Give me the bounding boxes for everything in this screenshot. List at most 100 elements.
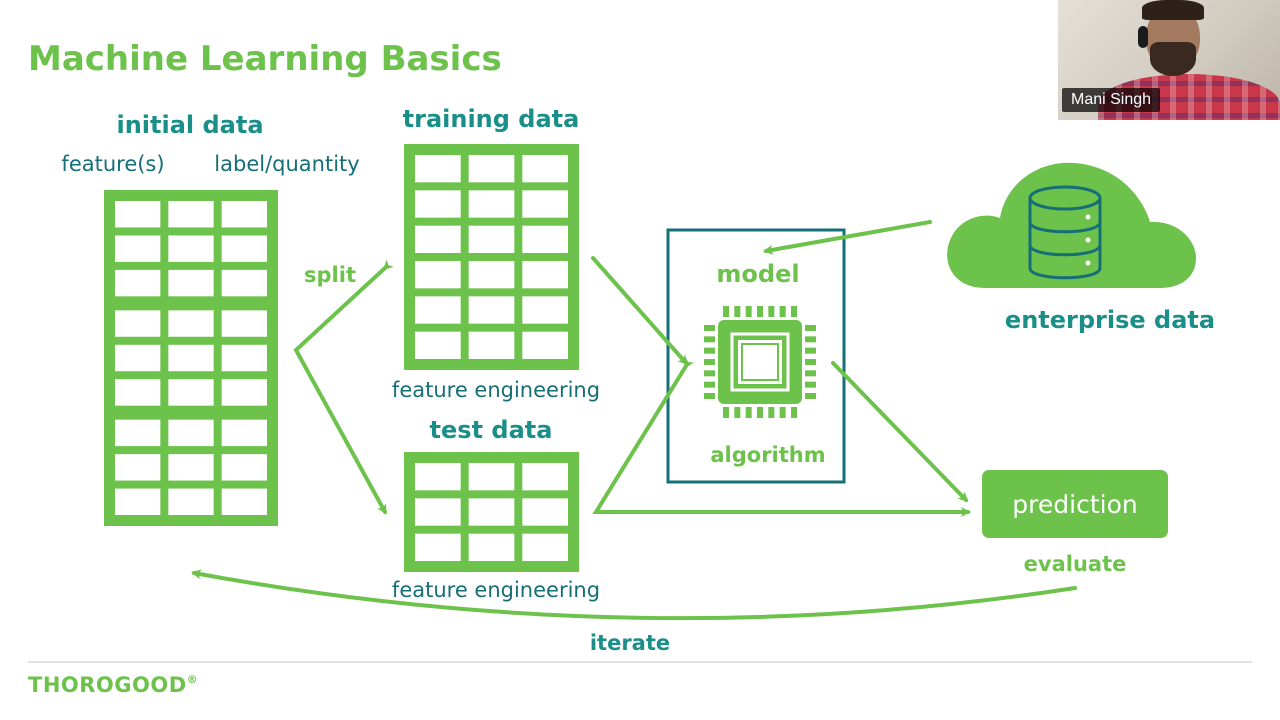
chip-pin: [704, 336, 715, 343]
webcam-name-tag: Mani Singh: [1062, 88, 1161, 112]
table-cell: [415, 331, 461, 359]
model-heading: model: [716, 260, 799, 288]
table-cell: [468, 225, 515, 253]
table-cell: [522, 296, 568, 324]
table-cell: [221, 419, 267, 447]
table-cell: [522, 498, 568, 526]
chip-pin: [745, 306, 752, 317]
table-cell: [468, 463, 515, 491]
training-feature-engineering-caption: feature engineering: [392, 378, 600, 402]
table-cell: [168, 379, 214, 406]
split-arrows: [293, 259, 394, 515]
chip-pin: [805, 325, 816, 331]
table-cell: [115, 488, 161, 515]
table-cell: [168, 201, 214, 228]
chip-pin: [805, 381, 816, 388]
headset-icon: [1138, 26, 1148, 48]
chip-pin: [805, 347, 816, 354]
chip-pin: [704, 370, 715, 377]
test-feature-engineering-caption: feature engineering: [392, 578, 600, 602]
table-cell: [415, 463, 461, 491]
table-cell: [221, 235, 267, 262]
table-cell: [115, 269, 161, 297]
enterprise-data-label: enterprise data: [1005, 306, 1215, 334]
chip-pin: [768, 407, 775, 418]
table-cell: [168, 269, 214, 297]
split-label: split: [304, 263, 356, 287]
table-cell: [168, 235, 214, 262]
table-cell: [221, 201, 267, 228]
chip-pin: [757, 407, 763, 418]
table-cell: [168, 344, 214, 372]
table-cell: [522, 190, 568, 218]
table-cell: [522, 155, 568, 183]
table-cell: [415, 190, 461, 218]
table-cell: [415, 498, 461, 526]
table-cell: [168, 454, 214, 481]
chip-pin: [805, 393, 816, 399]
chip-pin: [805, 359, 816, 365]
chip-pin: [704, 347, 715, 354]
table-cell: [522, 261, 568, 289]
initial-data-table-grid-icon: [104, 190, 278, 526]
training-data-heading: training data: [403, 105, 580, 133]
chip-pin: [768, 306, 775, 317]
iterate-arrow: [191, 569, 1077, 621]
table-cell: [115, 379, 161, 406]
table-cell: [522, 225, 568, 253]
chip-pin: [723, 407, 729, 418]
table-cell: [415, 225, 461, 253]
webcam-video: Mani Singh: [1058, 0, 1280, 120]
chip-pin: [734, 306, 741, 317]
chip-pin: [757, 306, 763, 317]
model-to-prediction-arrow: [831, 361, 969, 503]
table-cell: [168, 419, 214, 447]
table-cell: [115, 235, 161, 262]
table-cell: [221, 310, 267, 337]
evaluate-caption: evaluate: [1024, 552, 1127, 576]
webcam-person-hair: [1142, 0, 1204, 20]
table-cell: [468, 331, 515, 359]
table-cell: [115, 419, 161, 447]
table-cell: [168, 310, 214, 337]
chip-pin: [745, 407, 752, 418]
table-cell: [522, 463, 568, 491]
test-data-heading: test data: [430, 416, 553, 444]
prediction-box: [982, 470, 1168, 538]
chip-pin: [779, 407, 786, 418]
test-data-table-grid-icon: [404, 452, 579, 572]
table-cell: [115, 201, 161, 228]
chip-pin: [734, 407, 741, 418]
table-cell: [115, 454, 161, 481]
database-icon: [1028, 185, 1102, 280]
enterprise-to-model-arrow: [763, 220, 932, 255]
table-cell: [221, 344, 267, 372]
table-cell: [468, 533, 515, 561]
training-to-model-arrow: [591, 256, 688, 366]
slide-title: Machine Learning Basics: [28, 39, 502, 79]
table-cell: [468, 190, 515, 218]
webcam-person-beard: [1150, 42, 1196, 76]
table-cell: [221, 488, 267, 515]
footer-logo-registered: ®: [187, 673, 199, 686]
table-cell: [468, 155, 515, 183]
table-cell: [415, 155, 461, 183]
chip-pin: [704, 381, 715, 388]
table-cell: [221, 269, 267, 297]
initial-data-column-features: feature(s): [61, 152, 164, 176]
table-cell: [415, 296, 461, 324]
table-cell: [522, 331, 568, 359]
table-cell: [468, 261, 515, 289]
table-cell: [221, 454, 267, 481]
chip-pin: [791, 306, 797, 317]
initial-data-heading: initial data: [116, 111, 263, 139]
chip-pin: [791, 407, 797, 418]
table-cell: [415, 261, 461, 289]
training-data-table-grid-icon: [404, 144, 579, 370]
initial-data-column-label: label/quantity: [214, 152, 359, 176]
chip-pin: [779, 306, 786, 317]
test-to-model-and-prediction-arrow: [592, 357, 971, 517]
table-cell: [168, 488, 214, 515]
table-cell: [468, 498, 515, 526]
